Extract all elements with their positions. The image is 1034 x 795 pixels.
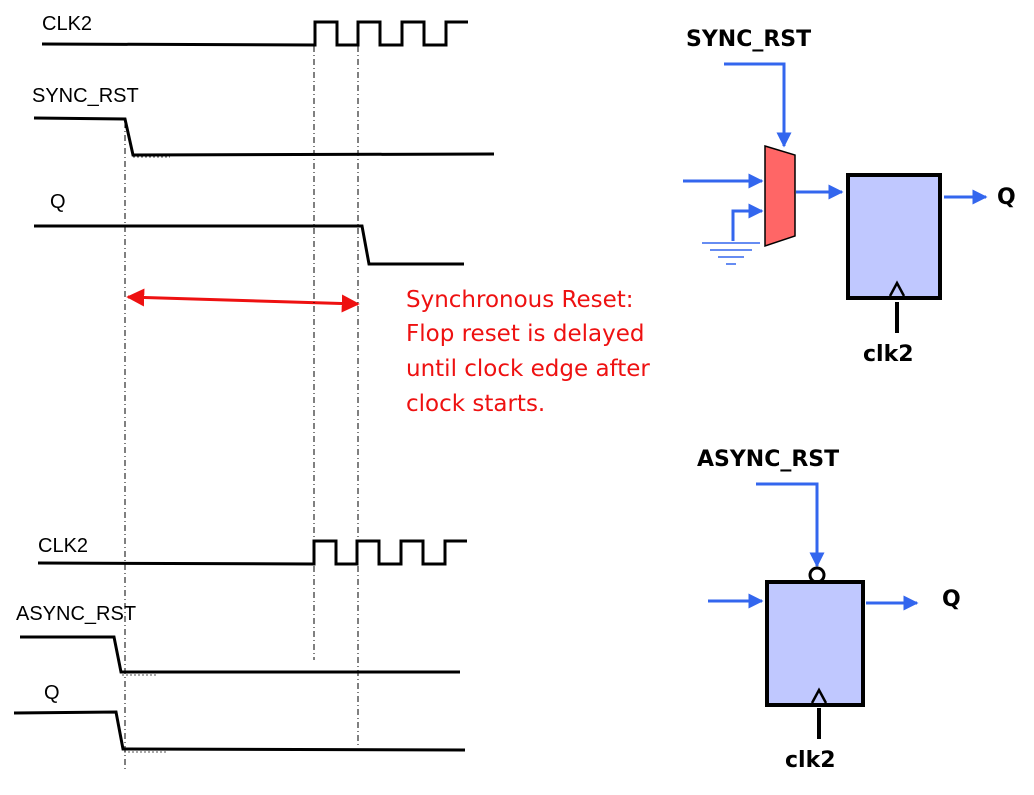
sync-reset-circuit: SYNC_RST clk2 Q bbox=[683, 27, 1016, 367]
sync-rst-wire bbox=[724, 62, 792, 148]
note-line-3: until clock edge after bbox=[406, 356, 650, 382]
mux-ground-input-wire bbox=[731, 203, 764, 241]
ground-icon bbox=[702, 242, 760, 265]
async-output-label: Q bbox=[942, 587, 961, 612]
inversion-bubble-icon bbox=[808, 566, 826, 584]
sync-clk-waveform bbox=[41, 20, 468, 47]
sync-flip-flop bbox=[846, 173, 942, 300]
sync-clock-triangle-icon bbox=[888, 280, 906, 297]
async-rst-wire bbox=[756, 482, 825, 568]
sync-reset-note: Synchronous Reset: Flop reset is delayed… bbox=[406, 287, 657, 417]
async-timing-diagram: CLK2 ASYNC_RST Q bbox=[13, 535, 467, 753]
async-clk-label: CLK2 bbox=[38, 535, 88, 557]
async-circuit-reset-label: ASYNC_RST bbox=[697, 447, 839, 472]
async-clock-triangle-icon bbox=[810, 687, 828, 704]
sync-q-waveform bbox=[34, 224, 464, 266]
sync-clk-label: CLK2 bbox=[42, 13, 92, 35]
note-line-4: clock starts. bbox=[406, 391, 545, 417]
async-rst-label: ASYNC_RST bbox=[16, 603, 136, 625]
sync-q-label: Q bbox=[50, 191, 66, 213]
reset-delay-arrow bbox=[126, 288, 360, 313]
async-clock-label: clk2 bbox=[785, 748, 836, 773]
sync-timing-diagram: CLK2 SYNC_RST Q Synchronous Reset: Flop … bbox=[32, 13, 657, 417]
async-rst-waveform bbox=[20, 635, 460, 674]
sync-rst-waveform bbox=[33, 116, 495, 157]
sync-clock-label: clk2 bbox=[863, 342, 914, 367]
async-reset-circuit: ASYNC_RST clk2 Q bbox=[697, 447, 961, 773]
sync-circuit-reset-label: SYNC_RST bbox=[686, 27, 811, 52]
async-clk-waveform bbox=[37, 539, 467, 566]
note-line-2: Flop reset is delayed bbox=[406, 321, 644, 347]
note-line-1: Synchronous Reset: bbox=[406, 287, 634, 313]
async-q-label: Q bbox=[44, 682, 60, 704]
sync-rst-label: SYNC_RST bbox=[32, 85, 139, 107]
async-flip-flop bbox=[765, 580, 865, 707]
sync-output-label: Q bbox=[997, 185, 1016, 210]
mux-icon bbox=[764, 144, 796, 248]
async-q-waveform bbox=[13, 710, 466, 752]
